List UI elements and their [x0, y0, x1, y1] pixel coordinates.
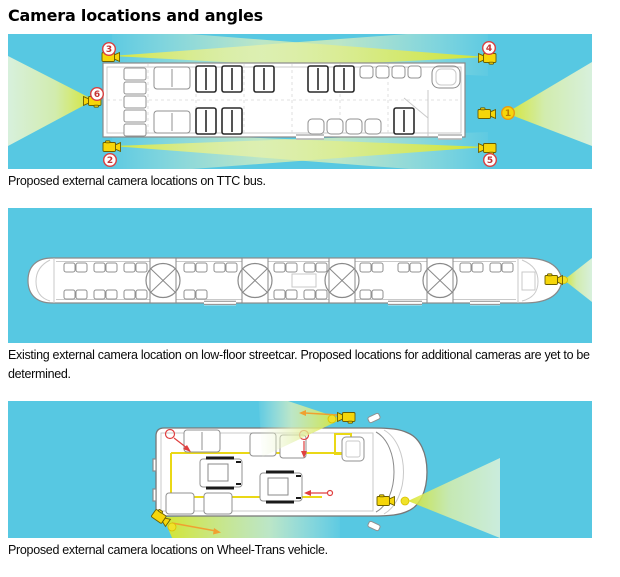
bus-seat-pair — [195, 65, 217, 93]
bus-floor-plan — [102, 62, 466, 140]
camera-4-number: 4 — [486, 44, 492, 54]
wheel-trans-diagram — [8, 401, 592, 538]
bus-seat — [326, 118, 344, 135]
articulation-joints — [145, 258, 458, 303]
caption-ttc-bus: Proposed external camera locations on TT… — [8, 174, 266, 188]
bus-seat-pair — [307, 65, 329, 93]
bus-seat-pair — [253, 65, 275, 93]
panel-streetcar: Existing external camera location on low… — [8, 208, 620, 384]
camera-1-badge: 1 — [500, 105, 516, 121]
mirror-bottom — [367, 520, 381, 532]
bus-seat — [359, 65, 374, 79]
rear-camera-view-cone — [163, 513, 340, 538]
camera-3-number: 3 — [106, 45, 112, 55]
bus-seat-pair — [153, 66, 191, 90]
camera-5-number: 5 — [487, 156, 493, 166]
streetcar-floor-plan — [27, 257, 563, 306]
wheelchair-position — [259, 470, 303, 504]
camera-6-number: 6 — [94, 90, 100, 100]
camera-6-view-cone — [8, 56, 94, 146]
rear-camera-aim-arrow — [171, 522, 217, 532]
mirror-top — [367, 412, 381, 424]
bus-seat — [345, 118, 363, 135]
camera-1-view-cone — [506, 62, 592, 146]
bus-seat-pair — [393, 107, 415, 135]
page-title: Camera locations and angles — [8, 6, 263, 25]
camera-5-badge: 5 — [482, 152, 498, 168]
camera-2-number: 2 — [107, 156, 113, 166]
bus-side-bench — [123, 67, 147, 137]
caption-streetcar: Existing external camera location on low… — [8, 348, 590, 381]
front-camera-view-cone — [408, 458, 500, 538]
bus-seat — [391, 65, 406, 79]
rear-camera-lens — [167, 522, 177, 532]
bus-seat — [364, 118, 382, 135]
bus-seat-pair — [195, 107, 217, 135]
streetcar-diagram — [8, 208, 592, 343]
streetcar-cab-console — [521, 271, 536, 291]
van-seat-pair — [183, 429, 221, 453]
bus-seat-pair — [221, 107, 243, 135]
ttc-bus-diagram: 3 2 6 4 5 1 — [8, 34, 592, 169]
van-seat — [203, 492, 233, 515]
panel-ttc-bus: 3 2 6 4 5 1 Proposed external camera loc… — [8, 34, 620, 191]
bus-seat-pair — [153, 110, 191, 134]
streetcar-camera-view-cone — [564, 258, 592, 302]
bus-seat-pair — [221, 65, 243, 93]
camera-4-badge: 4 — [481, 40, 497, 56]
bus-seat — [375, 65, 390, 79]
top-camera-view-cone — [258, 401, 342, 457]
front-camera-lens — [400, 496, 410, 506]
wheelchair-position — [199, 456, 243, 490]
camera-6-badge: 6 — [89, 86, 105, 102]
camera-3-badge: 3 — [101, 41, 117, 57]
bus-seat-pair — [333, 65, 355, 93]
van-seat — [165, 492, 195, 515]
bus-driver-area — [431, 65, 461, 89]
driver-seat — [341, 436, 365, 462]
panel-wheel-trans: Proposed external camera locations on Wh… — [8, 401, 620, 560]
caption-wheel-trans: Proposed external camera locations on Wh… — [8, 543, 328, 557]
bus-seat — [307, 118, 325, 135]
bus-seat — [407, 65, 422, 79]
camera-1-number: 1 — [505, 109, 511, 119]
camera-5-view-cone — [112, 132, 486, 169]
top-camera-lens — [327, 414, 337, 424]
camera-2-badge: 2 — [102, 152, 118, 168]
